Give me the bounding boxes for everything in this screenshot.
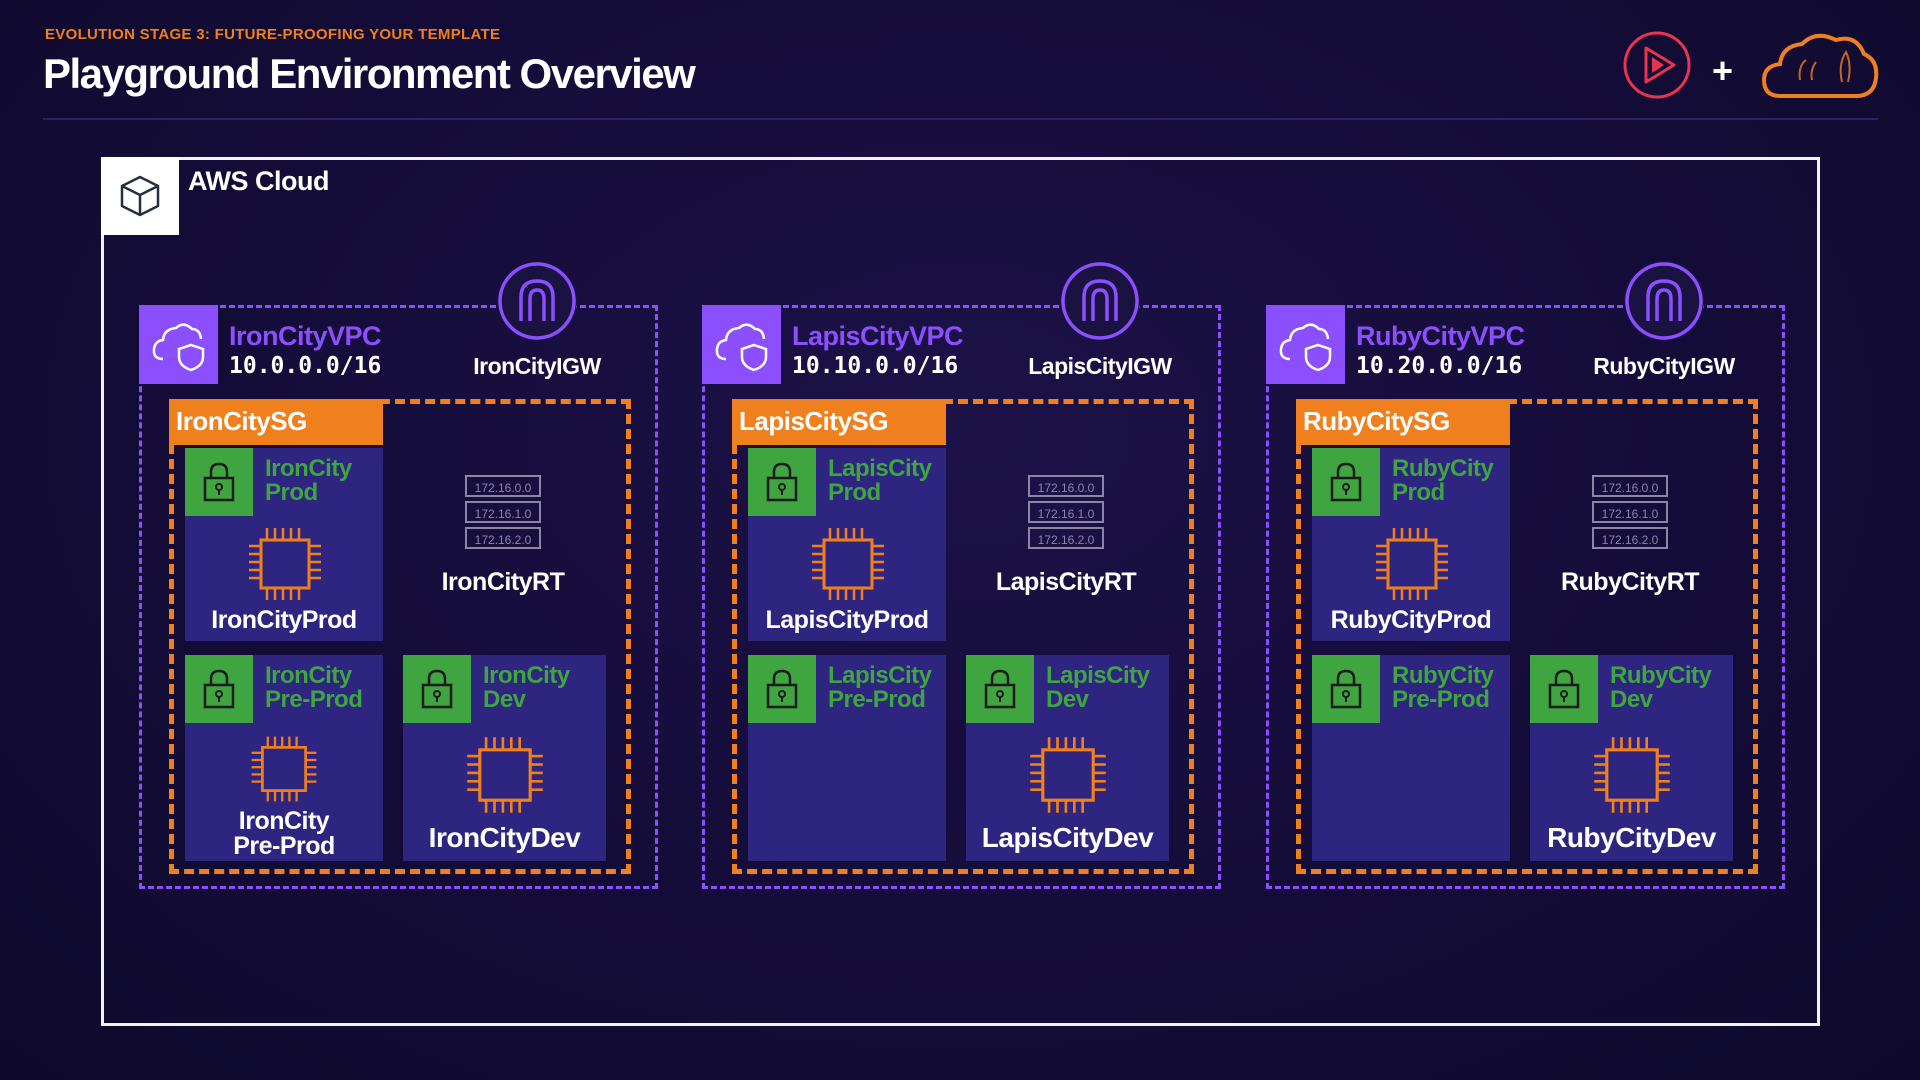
lock-icon	[403, 655, 471, 723]
instance-label: IronCityProd	[211, 606, 357, 634]
route-table-icon	[464, 473, 542, 556]
subnet-name: LapisCity Dev	[1046, 662, 1150, 713]
lock-icon	[748, 655, 816, 723]
chip-icon	[463, 733, 547, 822]
chip-icon	[1026, 733, 1110, 822]
route-entry: 172.16.2.0	[474, 533, 532, 547]
chip-icon	[1372, 524, 1452, 609]
security-group: IronCitySG IronCity Prod IronCityProd	[169, 399, 631, 874]
subnet-name: IronCity Prod	[265, 455, 352, 506]
subnet-preprod: RubyCity Pre-Prod	[1312, 655, 1510, 861]
cloud-shield-icon	[1266, 305, 1345, 384]
subnet-dev: IronCity Dev IronCityDev	[403, 655, 606, 861]
igw-label: RubyCityIGW	[1593, 353, 1735, 379]
subnet-preprod: LapisCity Pre-Prod	[748, 655, 946, 861]
subnet-name: RubyCity Dev	[1610, 662, 1712, 713]
plus-sign: +	[1712, 50, 1734, 91]
route-table-label: RubyCityRT	[1560, 568, 1700, 596]
vpc-cidr: 10.10.0.0/16	[792, 353, 959, 379]
play-icon	[1622, 30, 1692, 105]
lock-icon	[1530, 655, 1598, 723]
lock-icon	[1312, 448, 1380, 516]
chip-icon	[808, 524, 888, 609]
instance-label: LapisCityDev	[981, 822, 1154, 853]
subnet-name: IronCity Dev	[483, 662, 570, 713]
subnet-prod: IronCity Prod IronCityProd	[185, 448, 383, 641]
igw-label: LapisCityIGW	[1028, 353, 1172, 379]
aws-cloud-container: AWS Cloud IronCityVPC 10.0.0.0/16 IronCi…	[101, 157, 1820, 1026]
security-group-label: IronCitySG	[169, 399, 383, 445]
aws-cloud-label: AWS Cloud	[188, 166, 329, 196]
subnet-dev: LapisCity Dev LapisCityDev	[966, 655, 1169, 861]
instance-label: RubyCityProd	[1330, 606, 1492, 634]
lock-icon	[185, 448, 253, 516]
route-entry: 172.16.1.0	[474, 507, 532, 521]
route-table-label: LapisCityRT	[995, 568, 1137, 596]
igw-label: IronCityIGW	[473, 353, 601, 379]
instance-label: RubyCityDev	[1547, 822, 1716, 853]
subnet-dev: RubyCity Dev RubyCityDev	[1530, 655, 1733, 861]
cloud-shield-icon	[139, 305, 218, 384]
vpc-name: IronCityVPC	[229, 321, 382, 351]
subnet-prod: RubyCity Prod RubyCityProd	[1312, 448, 1510, 641]
chip-icon	[1590, 733, 1674, 822]
subnet-prod: LapisCity Prod LapisCityProd	[748, 448, 946, 641]
vpc: LapisCityVPC 10.10.0.0/16 LapisCityIGW L…	[702, 261, 1221, 889]
cube-icon	[101, 157, 179, 235]
route-entry: 172.16.1.0	[1601, 507, 1659, 521]
route-entry: 172.16.1.0	[1037, 507, 1095, 521]
route-table-icon	[1591, 473, 1669, 556]
gateway-icon	[1060, 261, 1140, 341]
subnet-name: IronCity Pre-Prod	[265, 662, 363, 713]
instance-label: IronCityDev	[428, 822, 581, 853]
vpc: IronCityVPC 10.0.0.0/16 IronCityIGW Iron…	[139, 261, 658, 889]
header-divider	[43, 118, 1878, 120]
route-entry: 172.16.0.0	[474, 481, 532, 495]
route-entry: 172.16.2.0	[1601, 533, 1659, 547]
security-group: RubyCitySG RubyCity Prod RubyCityProd	[1296, 399, 1758, 874]
security-group-label: RubyCitySG	[1296, 399, 1510, 445]
vpc: RubyCityVPC 10.20.0.0/16 RubyCityIGW Rub…	[1266, 261, 1785, 889]
subnet-name: RubyCity Prod	[1392, 455, 1494, 506]
instance-label: IronCity Pre-Prod	[233, 807, 335, 860]
security-group-label: LapisCitySG	[732, 399, 946, 445]
subnet-preprod: IronCity Pre-Prod IronCity Pre-Prod	[185, 655, 383, 861]
page-title: Playground Environment Overview	[43, 50, 696, 97]
chip-icon	[248, 733, 320, 810]
route-entry: 172.16.0.0	[1037, 481, 1095, 495]
route-table-label: IronCityRT	[441, 568, 565, 596]
chip-icon	[245, 524, 325, 609]
lock-icon	[966, 655, 1034, 723]
vpc-cidr: 10.20.0.0/16	[1356, 353, 1523, 379]
gateway-icon	[1624, 261, 1704, 341]
vpc-name: RubyCityVPC	[1356, 321, 1525, 351]
lock-icon	[1312, 655, 1380, 723]
lock-icon	[748, 448, 816, 516]
eyebrow: EVOLUTION STAGE 3: FUTURE-PROOFING YOUR …	[45, 26, 501, 43]
subnet-name: RubyCity Pre-Prod	[1392, 662, 1494, 713]
vpc-name: LapisCityVPC	[792, 321, 964, 351]
subnet-name: LapisCity Pre-Prod	[828, 662, 932, 713]
instance-label: LapisCityProd	[765, 606, 929, 634]
route-entry: 172.16.2.0	[1037, 533, 1095, 547]
lock-icon	[185, 655, 253, 723]
vpc-cidr: 10.0.0.0/16	[229, 353, 382, 379]
cloud-icon	[1760, 30, 1880, 105]
gateway-icon	[497, 261, 577, 341]
route-entry: 172.16.0.0	[1601, 481, 1659, 495]
subnet-name: LapisCity Prod	[828, 455, 932, 506]
security-group: LapisCitySG LapisCity Prod LapisCityProd	[732, 399, 1194, 874]
route-table-icon	[1027, 473, 1105, 556]
cloud-shield-icon	[702, 305, 781, 384]
